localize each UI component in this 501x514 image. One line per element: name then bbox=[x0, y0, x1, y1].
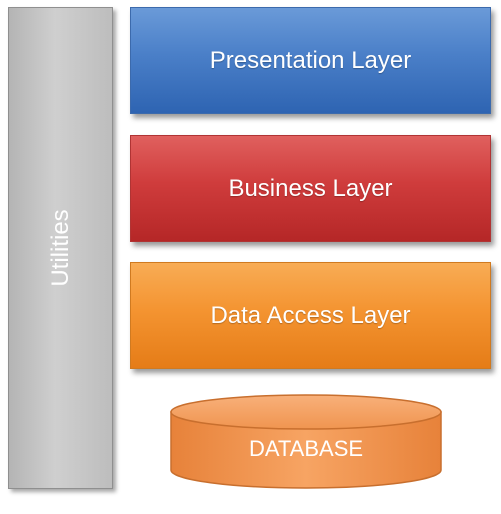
utilities-column: Utilities bbox=[8, 7, 113, 489]
utilities-label: Utilities bbox=[46, 209, 74, 287]
data-access-layer-label: Data Access Layer bbox=[210, 301, 411, 329]
presentation-layer-box: Presentation Layer bbox=[130, 7, 491, 114]
database-cylinder: DATABASE bbox=[170, 394, 442, 490]
presentation-layer-label: Presentation Layer bbox=[209, 46, 412, 74]
database-label: DATABASE bbox=[248, 436, 364, 461]
data-access-layer-box: Data Access Layer bbox=[130, 262, 491, 369]
database-cylinder-icon bbox=[170, 394, 442, 489]
business-layer-label: Business Layer bbox=[228, 174, 393, 202]
business-layer-box: Business Layer bbox=[130, 135, 491, 242]
